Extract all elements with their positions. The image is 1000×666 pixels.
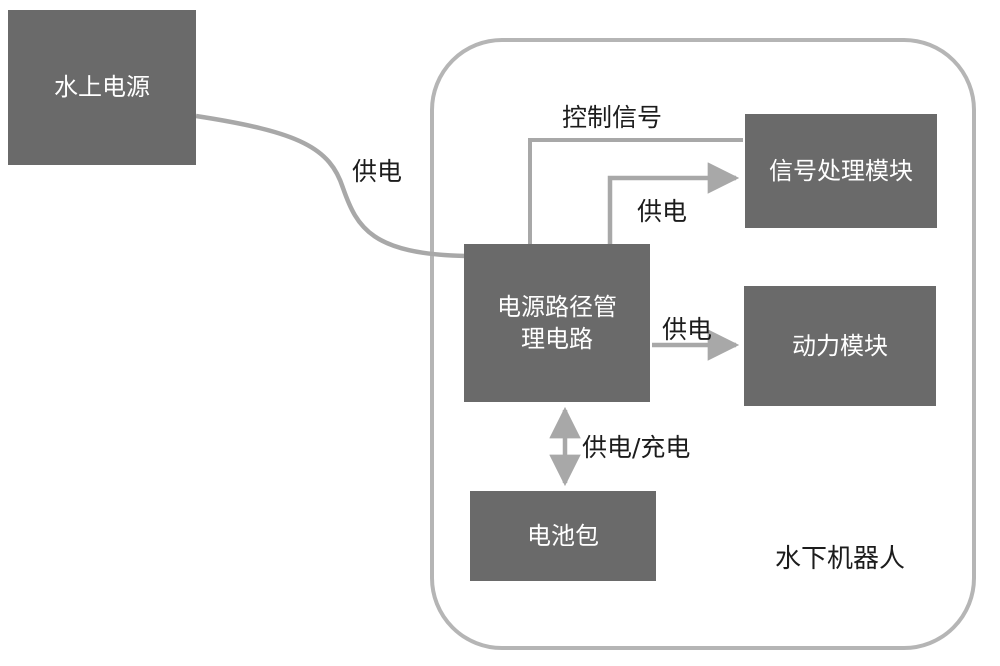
edge-label-supply-main: 供电 [352, 157, 403, 186]
edge-label-supply-signal: 供电 [637, 197, 688, 226]
node-power-path-management: 电源路径管 理电路 [464, 244, 650, 402]
underwater-robot-boundary [430, 38, 976, 650]
node-propulsion-module: 动力模块 [744, 286, 936, 406]
edge-supply-main [195, 113, 467, 259]
edge-control-signal [528, 138, 743, 246]
node-battery-pack: 电池包 [470, 491, 656, 581]
edge-label-control-signal: 控制信号 [562, 103, 663, 132]
edge-label-supply-charge: 供电/充电 [582, 433, 691, 462]
underwater-robot-label: 水下机器人 [775, 544, 906, 574]
node-surface-power: 水上电源 [8, 10, 196, 165]
edge-supply-signal [607, 162, 740, 246]
node-signal-processing: 信号处理模块 [745, 114, 937, 228]
edge-label-supply-propulsion: 供电 [662, 315, 713, 344]
